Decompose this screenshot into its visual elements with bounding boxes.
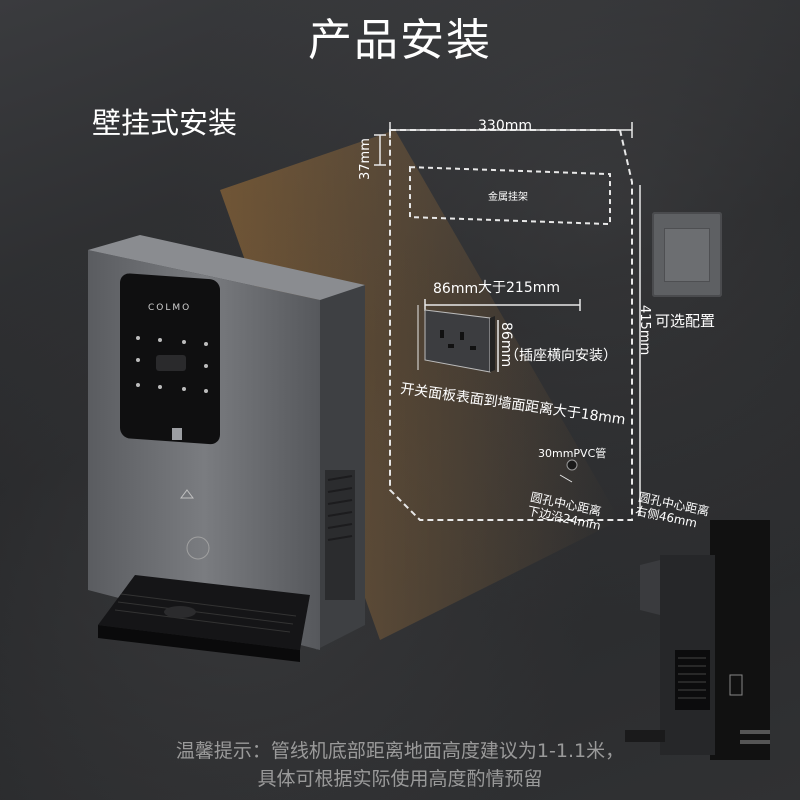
footer-note-line2: 具体可根据实际使用高度酌情预留 [257,768,543,790]
height-label: 415mm [637,305,652,356]
page-subtitle: 壁挂式安装 [92,106,238,140]
socket-orientation-label: （插座横向安装） [505,348,617,364]
optional-label: 可选配置 [655,312,716,330]
socket-distance-label: 大于215mm [478,280,560,296]
bracket-label: 金属挂架 [488,192,528,203]
socket-width-label: 86mm [433,281,479,297]
width-label: 330mm [478,118,532,134]
top-offset-label: 37mm [358,138,373,180]
page-title: 产品安装 [308,15,492,66]
side-view-illustration [625,520,770,760]
dimension-diagram [374,122,641,521]
water-dispenser-illustration: COLMO [88,235,365,662]
brand-logo: COLMO [148,303,191,313]
optional-switch [652,212,722,297]
pvc-label: 30mmPVC管 [538,447,607,460]
footer-note-line1: 温馨提示：管线机底部距离地面高度建议为1-1.1米， [175,740,625,762]
